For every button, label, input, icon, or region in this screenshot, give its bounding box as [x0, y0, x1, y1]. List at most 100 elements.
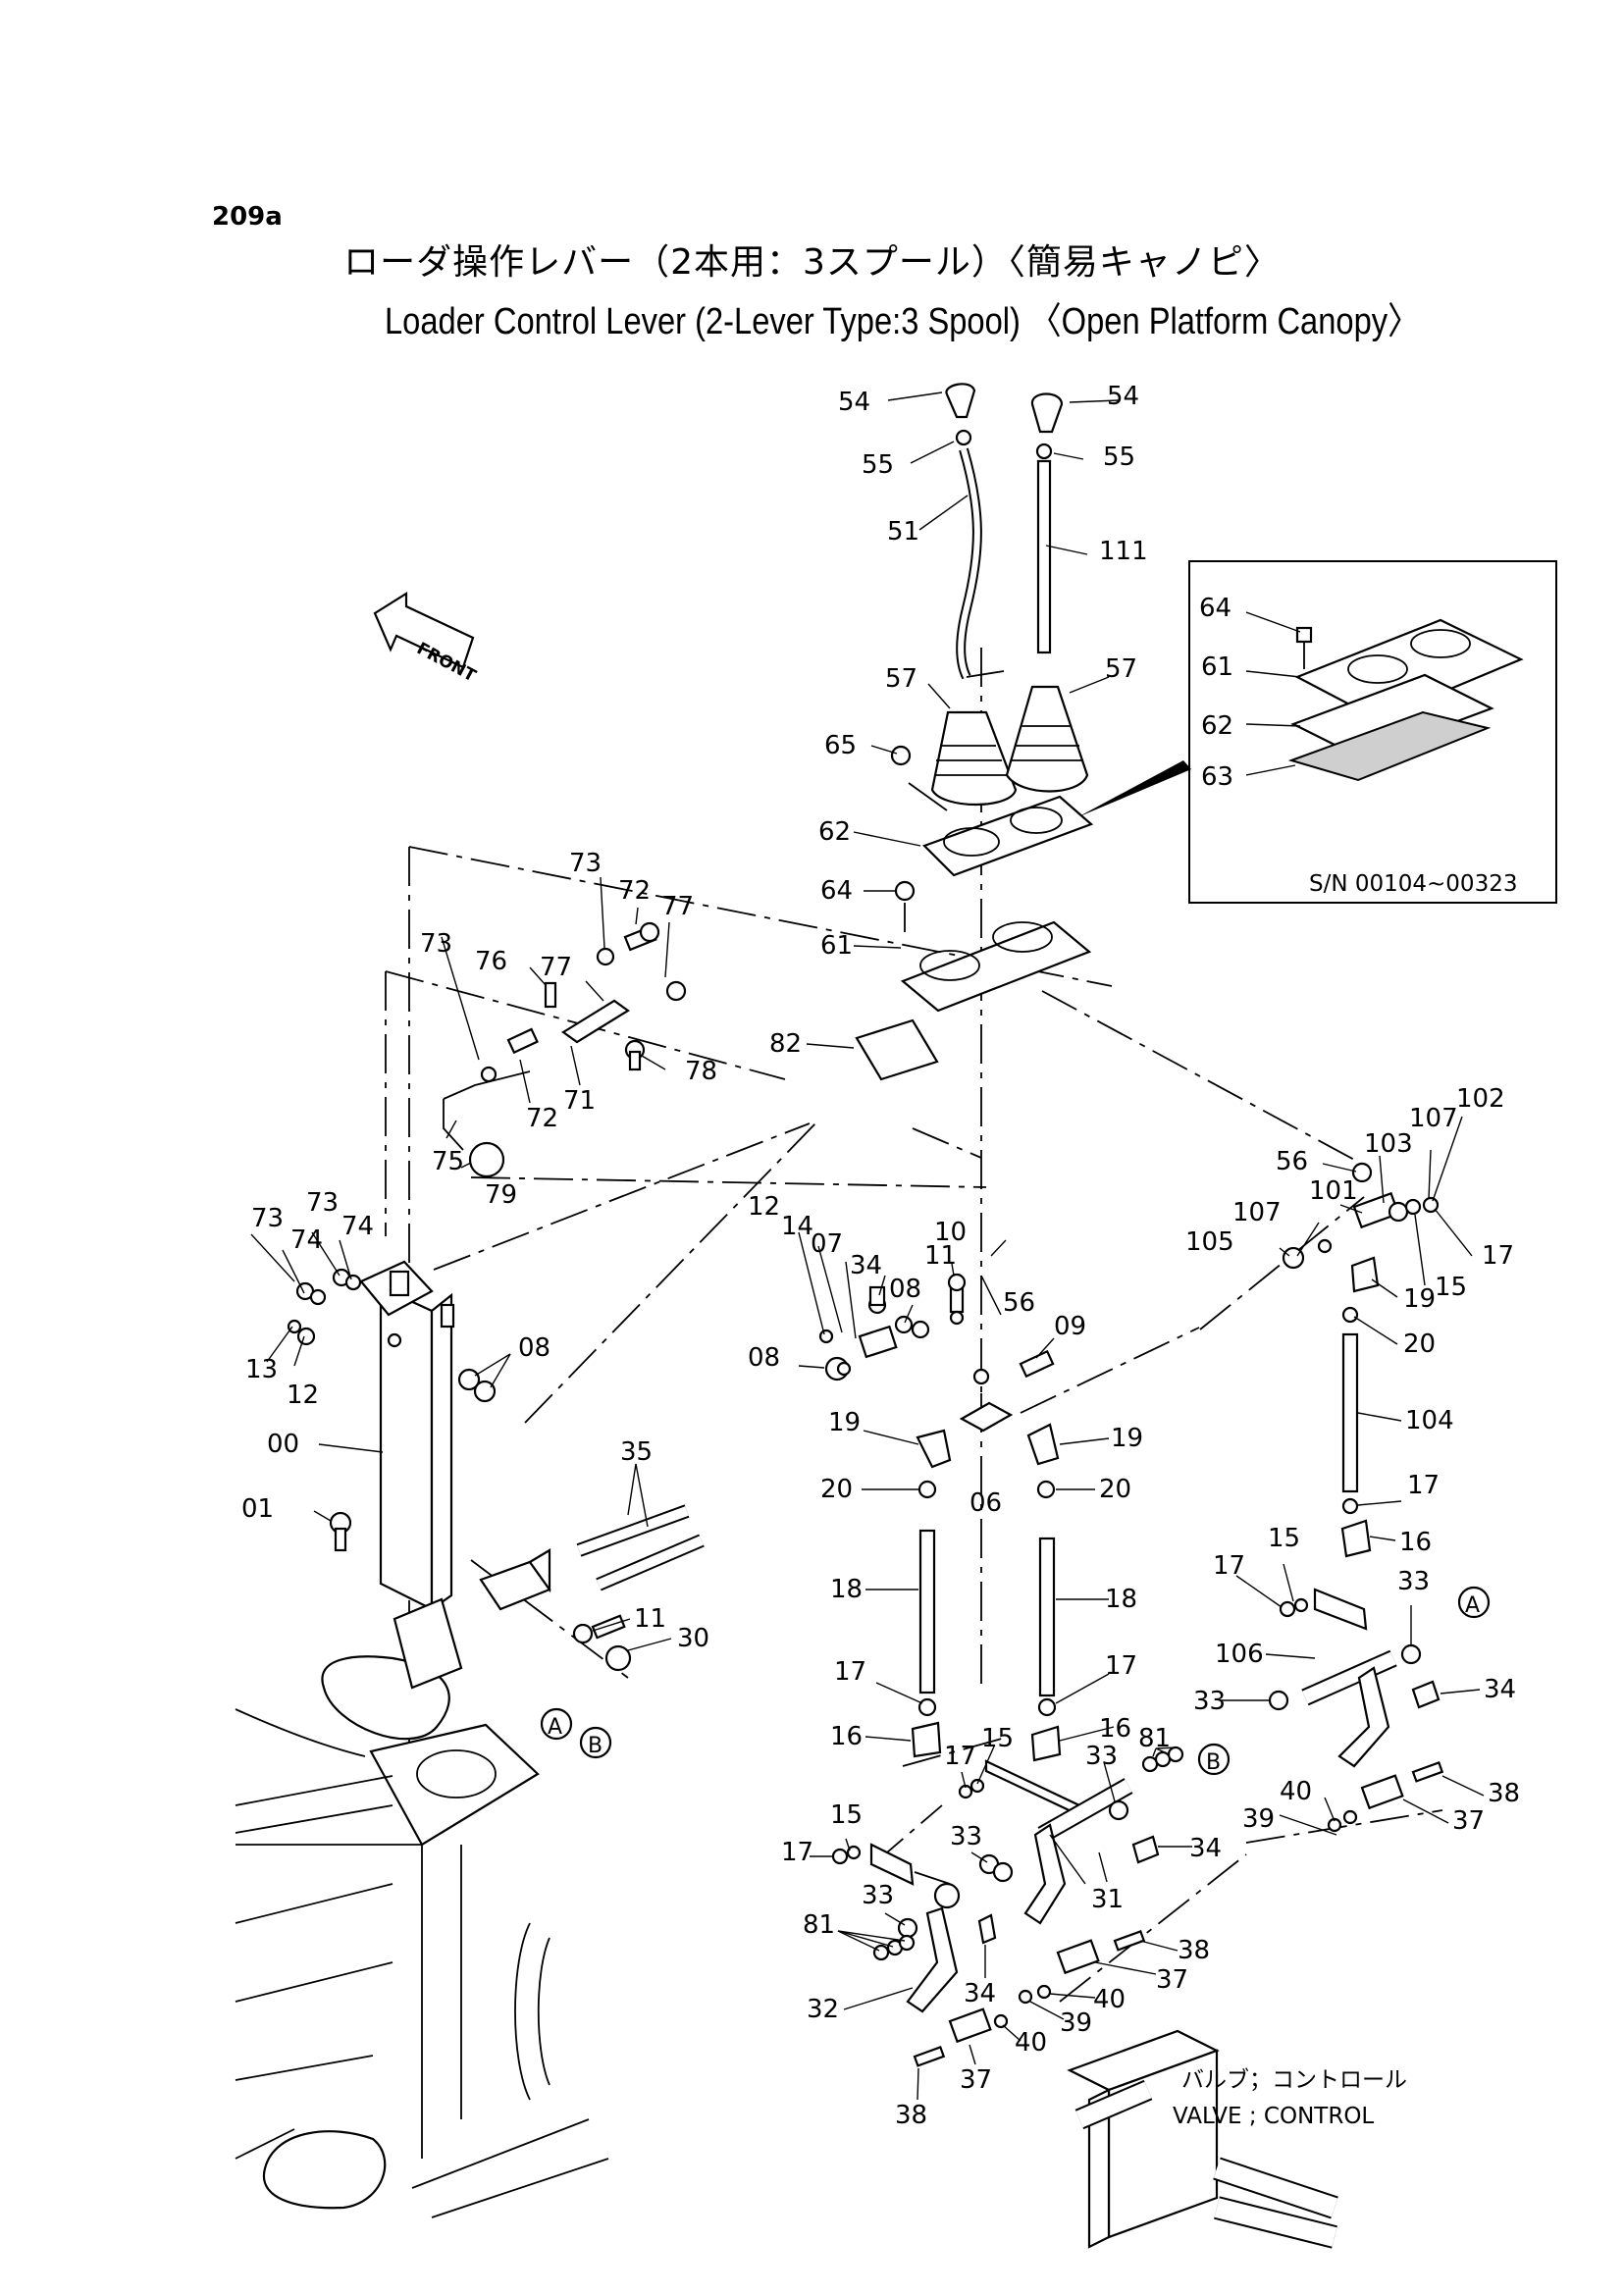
- label-33-right: 33: [1397, 1567, 1430, 1596]
- label-65: 65: [824, 731, 857, 760]
- inset-label-64: 64: [1199, 594, 1231, 623]
- label-82: 82: [769, 1029, 802, 1059]
- inset-box: [1077, 560, 1557, 904]
- inset-label-61: 61: [1201, 652, 1233, 682]
- label-73-b: 73: [420, 929, 452, 959]
- label-106: 106: [1215, 1640, 1264, 1669]
- label-34-lower: 34: [964, 1979, 996, 2008]
- label-15-lower: 15: [830, 1800, 863, 1830]
- label-15-right-mid: 15: [1268, 1524, 1300, 1553]
- label-15-right-top: 15: [1435, 1273, 1467, 1302]
- label-38-lower: 38: [895, 2101, 927, 2130]
- label-55-left: 55: [862, 450, 894, 480]
- label-55-right: 55: [1103, 443, 1135, 472]
- label-73-a: 73: [569, 849, 602, 878]
- label-74-b: 74: [341, 1212, 374, 1241]
- label-33-right-low: 33: [1193, 1687, 1226, 1716]
- label-11-left: 11: [634, 1604, 666, 1634]
- label-01: 01: [241, 1494, 274, 1524]
- label-104: 104: [1405, 1406, 1454, 1435]
- label-19-left: 19: [828, 1408, 861, 1437]
- upper-linkage: [443, 921, 687, 1178]
- label-17-lower: 17: [781, 1838, 813, 1867]
- label-111: 111: [1099, 537, 1148, 566]
- label-107-top: 107: [1409, 1104, 1458, 1133]
- label-16-right-mid: 16: [1399, 1528, 1432, 1557]
- callout-b-left: B: [588, 1734, 602, 1758]
- label-17-mid: 17: [944, 1742, 976, 1771]
- label-40-mid: 40: [1093, 1985, 1126, 2014]
- label-37-mid: 37: [1156, 1965, 1188, 1995]
- page-number: 209a: [212, 202, 283, 232]
- label-74-a: 74: [290, 1225, 323, 1255]
- leader-lines: [250, 391, 1485, 2101]
- label-16-right: 16: [1099, 1714, 1131, 1744]
- valve-label-jp: バルブ；コントロール: [1181, 2067, 1407, 2093]
- label-72-a: 72: [618, 876, 651, 906]
- label-08-lower: 08: [748, 1343, 780, 1373]
- label-79: 79: [485, 1180, 517, 1210]
- label-19-right: 19: [1111, 1424, 1143, 1453]
- label-56-center: 56: [1003, 1288, 1035, 1318]
- label-77-a: 77: [661, 892, 694, 921]
- label-20-right-top: 20: [1403, 1329, 1436, 1359]
- label-34-mid: 34: [1189, 1834, 1222, 1863]
- label-57-right: 57: [1105, 654, 1137, 684]
- label-51: 51: [887, 517, 919, 547]
- title-english: Loader Control Lever (2-Lever Type:3 Spo…: [385, 301, 1420, 342]
- valve-label-en: VALVE ; CONTROL: [1173, 2104, 1374, 2129]
- label-54-left: 54: [838, 388, 870, 417]
- callout-b-right: B: [1206, 1750, 1221, 1775]
- label-75: 75: [432, 1147, 464, 1176]
- label-17-left: 17: [834, 1657, 866, 1687]
- label-101: 101: [1309, 1176, 1358, 1206]
- label-37-right: 37: [1452, 1806, 1485, 1836]
- right-linkage: [1268, 1162, 1444, 1833]
- title-japanese: ローダ操作レバー（2本用：3スプール）〈簡易キャノピ〉: [343, 242, 1281, 283]
- label-17-right-low: 17: [1213, 1551, 1245, 1581]
- label-81-left: 81: [803, 1910, 835, 1940]
- label-56-right: 56: [1276, 1147, 1308, 1176]
- floor-plate: [369, 1723, 540, 1847]
- label-38-mid: 38: [1178, 1936, 1210, 1965]
- inset-sponge-63: [1287, 710, 1492, 782]
- label-17-right-mid: 17: [1407, 1471, 1440, 1500]
- label-77-b: 77: [540, 953, 572, 982]
- label-54-right: 54: [1107, 382, 1139, 411]
- label-39-mid: 39: [1060, 2008, 1092, 2038]
- label-103: 103: [1364, 1129, 1413, 1159]
- label-72-b: 72: [526, 1104, 558, 1133]
- label-105: 105: [1185, 1227, 1234, 1257]
- leader-arrow: [1077, 760, 1191, 817]
- label-08-center: 08: [889, 1275, 921, 1304]
- label-33-lower: 33: [950, 1822, 982, 1851]
- label-30: 30: [677, 1624, 709, 1653]
- label-16-left: 16: [830, 1722, 863, 1751]
- label-00: 00: [267, 1430, 299, 1459]
- control-levers: [855, 383, 1094, 1081]
- label-107: 107: [1232, 1198, 1282, 1227]
- part-number-labels: 54 54 55 55 51 111 57 57 65 62 64 61 82 …: [241, 382, 1520, 2130]
- label-78: 78: [685, 1057, 717, 1086]
- label-39-right: 39: [1242, 1804, 1275, 1834]
- front-arrow-icon: FRONT: [373, 592, 479, 687]
- label-09: 09: [1054, 1312, 1086, 1341]
- label-31: 31: [1091, 1885, 1124, 1914]
- label-33-mid: 33: [1085, 1742, 1118, 1771]
- label-33-left: 33: [862, 1881, 894, 1910]
- label-81-right: 81: [1138, 1724, 1171, 1753]
- label-32: 32: [807, 1995, 839, 2024]
- left-lever-stand: [287, 1260, 705, 1690]
- label-14: 14: [781, 1212, 813, 1241]
- label-76: 76: [475, 947, 507, 976]
- label-20-right: 20: [1099, 1475, 1131, 1504]
- label-20-left: 20: [820, 1475, 853, 1504]
- label-10: 10: [934, 1218, 967, 1247]
- label-73-d: 73: [306, 1188, 339, 1218]
- label-13: 13: [245, 1355, 278, 1384]
- label-17-right-top: 17: [1482, 1241, 1514, 1271]
- label-37-lower: 37: [960, 2065, 992, 2095]
- label-38-right: 38: [1488, 1779, 1520, 1808]
